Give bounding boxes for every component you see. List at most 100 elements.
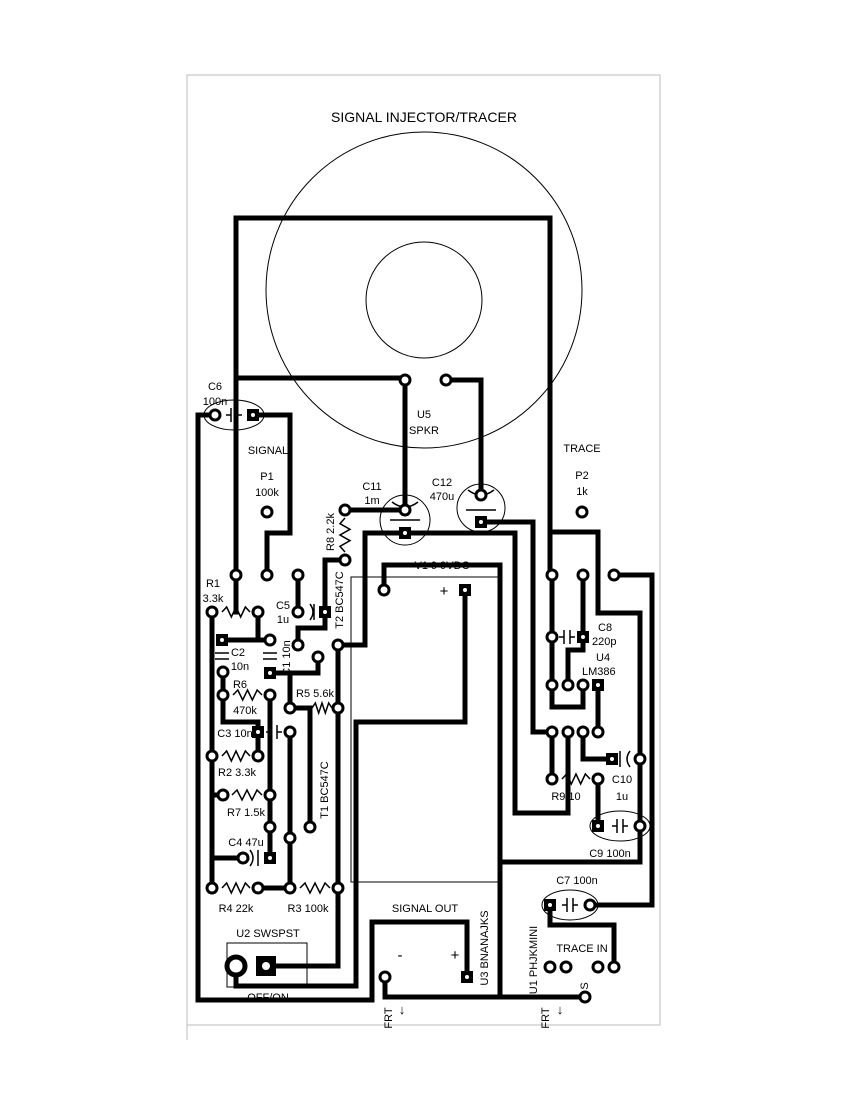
round-pad xyxy=(229,568,243,582)
round-pad xyxy=(216,688,230,702)
pad-hole xyxy=(268,671,272,675)
round-pad xyxy=(576,725,590,739)
round-pad xyxy=(591,772,605,786)
round-pad xyxy=(205,749,219,763)
r1-value: 3.3k xyxy=(203,593,224,605)
round-pad xyxy=(331,881,345,895)
c6-ref: C6 xyxy=(208,381,222,393)
v1-plus: + xyxy=(440,583,449,600)
r1-resistor xyxy=(221,605,251,619)
r4-label: R4 22k xyxy=(219,903,254,915)
pad-hole xyxy=(323,610,327,614)
u1-s-label: S xyxy=(579,982,591,989)
c6-value: 100n xyxy=(203,396,227,408)
round-pad xyxy=(260,505,274,519)
round-pad xyxy=(251,881,265,895)
trace xyxy=(263,642,341,969)
round-pad xyxy=(545,725,559,739)
u4-ref: U4 xyxy=(596,652,610,664)
trace xyxy=(250,412,293,578)
pad-hole xyxy=(479,520,483,524)
r5-label: R5 5.6k xyxy=(296,688,334,700)
trace xyxy=(322,557,348,615)
pads xyxy=(205,373,647,1004)
u4-value: LM386 xyxy=(582,666,616,678)
r7-label: R7 1.5k xyxy=(227,807,265,819)
pad-hole xyxy=(596,683,600,687)
ground-arrow-icon: ↓ xyxy=(557,1002,564,1017)
u1-label: TRACE IN xyxy=(556,943,607,955)
component-labels: U5 SPKR C6 100n SIGNAL P1 100k TRACE P2 … xyxy=(203,381,632,1029)
pad-hole xyxy=(465,975,469,979)
trace xyxy=(295,609,328,648)
round-pad xyxy=(561,725,575,739)
round-pad xyxy=(591,725,605,739)
round-pad xyxy=(575,505,589,519)
trace xyxy=(549,682,586,710)
c3-label: C3 10n xyxy=(217,728,252,740)
c7-outline xyxy=(541,889,599,921)
round-pad xyxy=(263,788,277,802)
trace xyxy=(233,587,468,989)
c10-ref: C10 xyxy=(612,774,632,786)
pad-hole xyxy=(581,635,585,639)
round-pad xyxy=(263,633,277,647)
signal-out-label: SIGNAL OUT xyxy=(392,903,458,915)
c11-value: 1m xyxy=(364,495,379,507)
trace xyxy=(381,562,503,1000)
round-pad xyxy=(236,851,250,865)
pad-hole xyxy=(610,757,614,761)
round-pad xyxy=(331,701,345,715)
r1-ref: R1 xyxy=(206,578,220,590)
frt-label-2: FRT xyxy=(540,1007,552,1028)
c12-value: 470u xyxy=(430,491,454,503)
round-pad xyxy=(578,990,592,1004)
c1-label: C1 10n xyxy=(281,640,293,675)
u1-ref: U1 PHJKMINI xyxy=(528,926,540,994)
r6-value: 470k xyxy=(233,705,257,717)
r8-label: R8 2.2k xyxy=(325,513,337,551)
c8-ref: C8 xyxy=(598,622,612,634)
round-pad xyxy=(291,568,305,582)
r3-resistor xyxy=(299,881,331,895)
round-pad xyxy=(576,678,590,692)
round-pad xyxy=(559,960,573,974)
c7-label: C7 100n xyxy=(556,875,598,887)
u2-ref: U2 SWSPST xyxy=(236,928,300,940)
t2-label: T2 BC547C xyxy=(334,571,346,629)
trace xyxy=(497,529,643,865)
c10-symbol xyxy=(619,750,631,768)
c5-ref: C5 xyxy=(276,600,290,612)
signal-label: SIGNAL xyxy=(248,445,288,457)
round-pad xyxy=(398,373,412,387)
battery-outline xyxy=(350,576,499,883)
r7-resistor xyxy=(231,788,263,802)
round-pad xyxy=(338,553,352,567)
c6-outline xyxy=(203,399,265,431)
round-pad xyxy=(561,678,575,692)
round-pad xyxy=(283,701,297,715)
trace xyxy=(382,974,588,1000)
round-pad xyxy=(251,605,265,619)
c9-outline xyxy=(589,810,651,842)
trace xyxy=(580,729,615,762)
u3-minus: - xyxy=(398,947,403,964)
pad-hole xyxy=(220,638,224,642)
trace xyxy=(547,902,617,970)
trace xyxy=(195,412,470,1003)
round-pad xyxy=(283,831,297,845)
pad-hole xyxy=(403,531,407,535)
u3-plus: + xyxy=(451,947,460,964)
r9-resistor xyxy=(561,772,591,786)
u5-value: SPKR xyxy=(409,425,439,437)
trace xyxy=(443,377,484,498)
round-pad xyxy=(633,819,647,833)
r2-resistor xyxy=(221,749,251,763)
pad-hole xyxy=(268,856,272,860)
p1-value: 100k xyxy=(255,487,279,499)
trace xyxy=(335,530,408,648)
r5-resistor xyxy=(311,700,333,716)
trace xyxy=(565,634,586,688)
c4-symbol xyxy=(249,849,259,867)
